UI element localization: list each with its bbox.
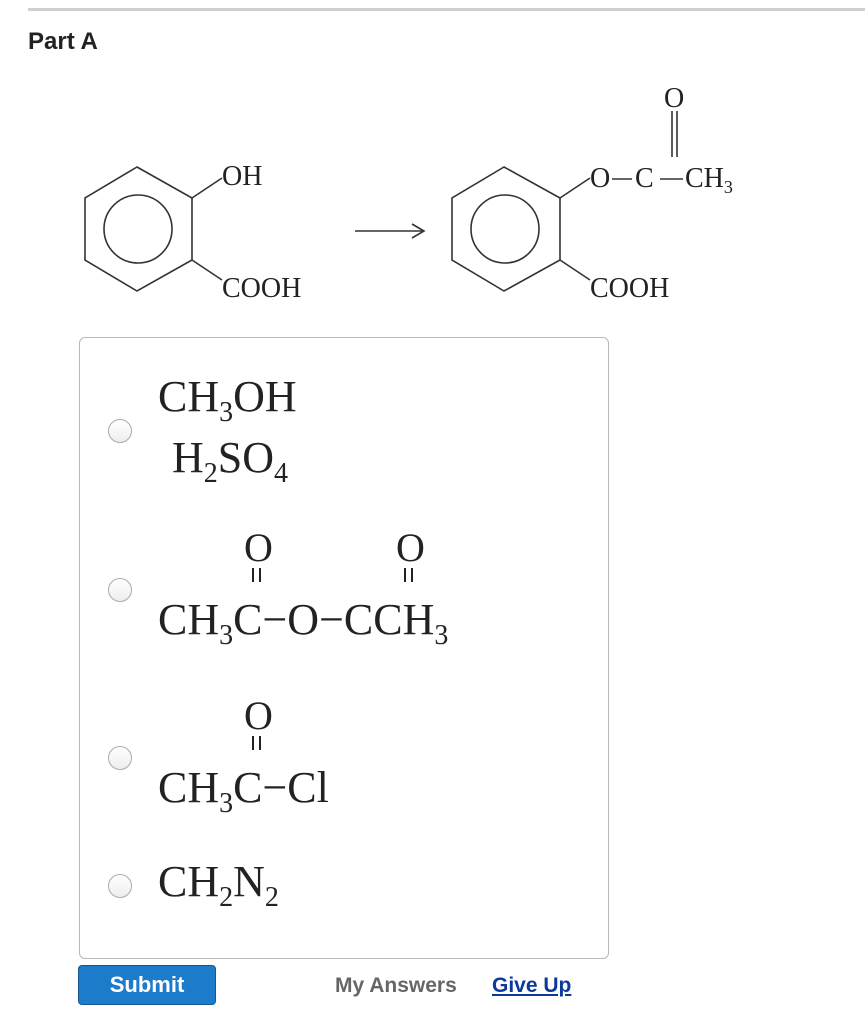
option-2-radio[interactable] — [108, 578, 132, 602]
option-1-line2: H2SO4 — [172, 433, 289, 489]
submit-button[interactable]: Submit — [78, 965, 216, 1005]
option-2-carbonyl-o1: O — [244, 525, 273, 570]
answer-choices — [79, 337, 609, 959]
option-3-formula: CH3C−Cl — [158, 763, 329, 819]
option-4-radio[interactable] — [108, 874, 132, 898]
reactant-cooh: COOH — [222, 273, 301, 304]
reaction-diagram: OH COOH O C O CH3 COOH — [84, 83, 733, 304]
product-ester-o: O — [590, 163, 610, 194]
option-2-carbonyl-o2: O — [396, 525, 425, 570]
option-1-radio[interactable] — [108, 419, 132, 443]
option-2-formula: CH3C−O−CCH3 — [158, 595, 449, 651]
product-carbonyl-o: O — [664, 83, 684, 114]
aspirin-ring — [451, 111, 683, 292]
product-cooh: COOH — [590, 273, 669, 304]
option-4-formula: CH2N2 — [158, 857, 279, 913]
my-answers-label: My Answers — [335, 974, 457, 997]
part-title: Part A — [28, 28, 98, 55]
give-up-link[interactable]: Give Up — [492, 974, 572, 997]
reactant-oh: OH — [222, 161, 262, 192]
salicylic-acid-ring — [84, 166, 223, 292]
top-divider — [28, 8, 865, 11]
product-methyl: CH3 — [685, 163, 733, 197]
option-1-line1: CH3OH — [158, 372, 297, 428]
double-bond — [404, 568, 413, 582]
option-3-radio[interactable] — [108, 746, 132, 770]
reaction-arrow-icon — [355, 223, 426, 239]
product-carbonyl-c: C — [635, 163, 654, 194]
double-bond — [252, 736, 261, 750]
option-3-carbonyl-o: O — [244, 693, 273, 738]
double-bond — [252, 568, 261, 582]
